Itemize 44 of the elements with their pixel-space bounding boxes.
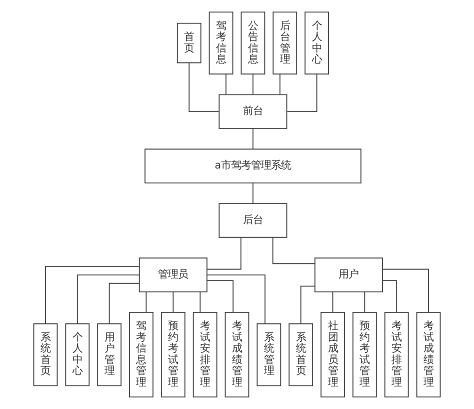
- node-box: 驾考信息: [208, 12, 234, 74]
- connector: [45, 266, 140, 324]
- node-box: 用户: [314, 258, 383, 292]
- connector: [286, 74, 318, 112]
- node-box: 考试安排管理: [192, 312, 218, 398]
- node-box: 考试成绩管理: [224, 312, 250, 398]
- node-box: a市驾考管理系统: [144, 148, 362, 184]
- node-box: 前台: [218, 94, 288, 129]
- node-box: 后台管理: [272, 12, 298, 74]
- connector: [382, 268, 429, 313]
- node-box: 预约考试管理: [352, 312, 377, 398]
- connector: [279, 74, 280, 95]
- connector: [300, 286, 316, 324]
- connector: [206, 280, 234, 313]
- connector: [252, 74, 254, 95]
- node-box: 驾考信息管理: [129, 312, 154, 398]
- connector: [172, 291, 174, 313]
- node-box: 考试安排管理: [384, 312, 409, 398]
- connector: [332, 291, 334, 313]
- node-box: 个人中心: [65, 323, 90, 386]
- node-box: 公告信息: [240, 12, 266, 74]
- node-box: 后台: [218, 203, 288, 238]
- node-box: 社团成员管理: [320, 312, 345, 398]
- node-box: 系统首页: [288, 323, 314, 386]
- connector: [108, 282, 140, 324]
- node-box: 系统首页: [33, 323, 58, 386]
- connector: [206, 274, 266, 324]
- connector: [206, 237, 242, 270]
- node-box: 考试成绩管理: [416, 312, 441, 398]
- node-box: 用户管理: [97, 323, 122, 386]
- connector: [382, 280, 398, 313]
- connector: [76, 274, 140, 324]
- node-box: 系统管理: [256, 323, 282, 386]
- connector: [272, 237, 316, 264]
- connector: [146, 291, 147, 313]
- connector: [252, 182, 254, 204]
- node-box: 预约考试管理: [160, 312, 186, 398]
- node-box: 管理员: [138, 258, 208, 292]
- connector: [200, 291, 201, 313]
- connector: [188, 62, 220, 112]
- node-box: 个人中心: [304, 12, 329, 74]
- node-box: 首页: [176, 22, 202, 64]
- connector: [252, 128, 254, 150]
- connector: [364, 291, 366, 313]
